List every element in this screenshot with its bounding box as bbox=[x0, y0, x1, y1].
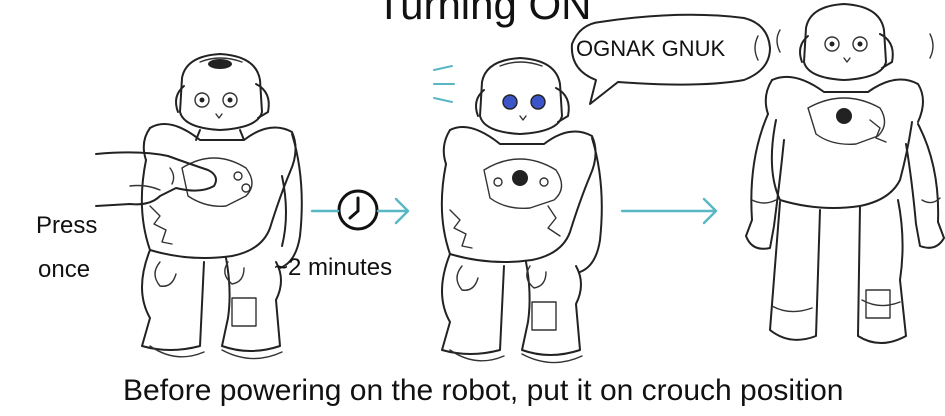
speech-bubble-text: OGNAK GNUK bbox=[576, 38, 725, 60]
robot-standing-icon bbox=[746, 4, 944, 343]
title: Turning ON bbox=[376, 0, 592, 26]
robot-booting-icon bbox=[434, 58, 602, 363]
clock-icon bbox=[339, 191, 377, 229]
step1-label-line1: Press bbox=[36, 214, 97, 238]
step1-label-line2: once bbox=[38, 258, 90, 282]
arrow-right-icon bbox=[622, 199, 716, 223]
step2-duration-label: ~2 minutes bbox=[274, 256, 392, 280]
caption: Before powering on the robot, put it on … bbox=[123, 376, 843, 406]
robot-crouch-icon bbox=[142, 54, 302, 359]
